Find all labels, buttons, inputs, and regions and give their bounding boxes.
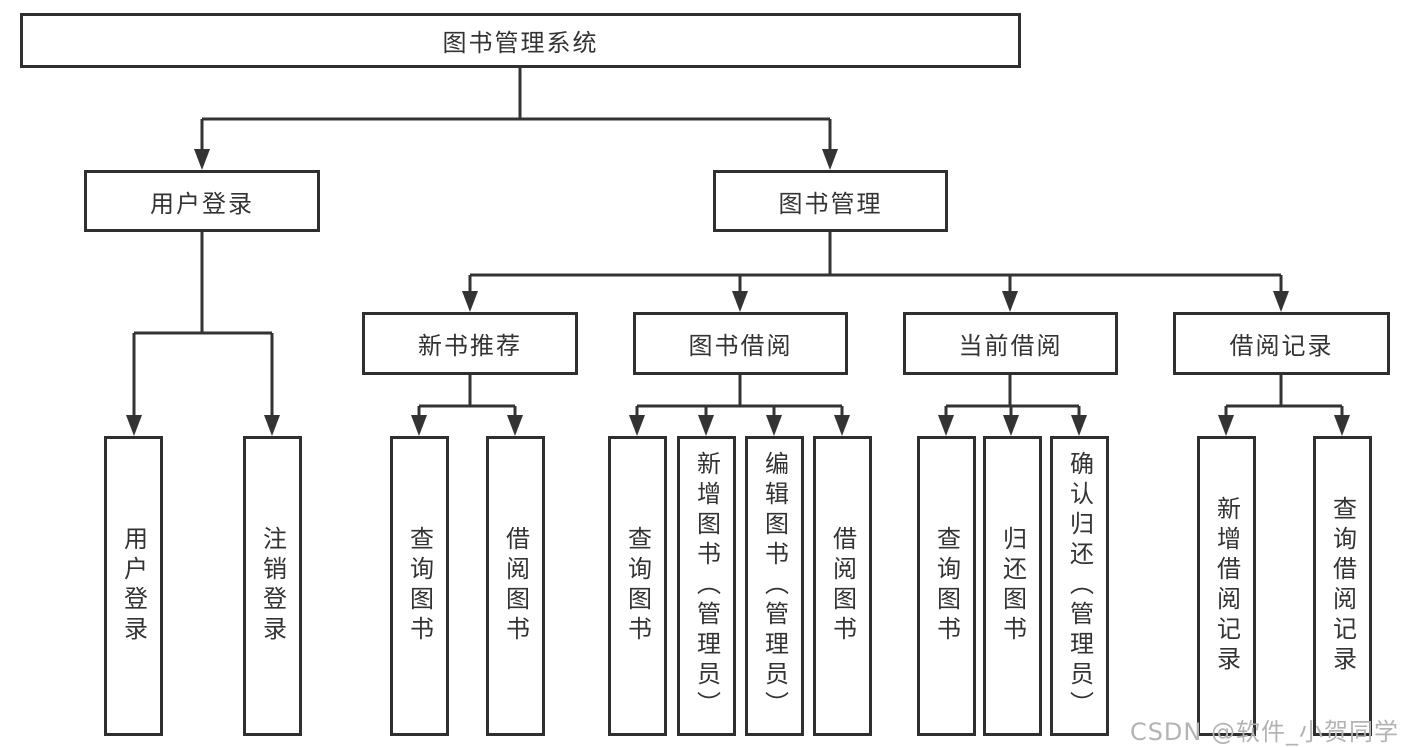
leaf-borrow-books: 借阅图书 [813,436,872,736]
leaf-label: 查询借阅记录 [1328,496,1357,676]
leaf-user-login: 用户登录 [104,436,163,736]
leaf-label: 新增借阅记录 [1212,496,1241,676]
node-borrow-records: 借阅记录 [1173,312,1390,375]
leaf-edit-books-admin: 编辑图书（管理员） [745,436,804,736]
leaf-label: 查询图书 [405,526,434,646]
leaf-label: 查询图书 [623,526,652,646]
node-new-book-recommend: 新书推荐 [362,312,578,375]
leaf-confirm-return-admin: 确认归还（管理员） [1050,436,1109,736]
leaf-return-books: 归还图书 [983,436,1042,736]
leaf-label: 编辑图书（管理员） [760,451,789,721]
leaf-logout: 注销登录 [243,436,302,736]
csdn-watermark: CSDN @软件_小贺同学 [1129,718,1399,746]
leaf-query-books-recommend: 查询图书 [390,436,449,736]
leaf-label: 用户登录 [119,526,148,646]
node-book-management: 图书管理 [713,170,948,232]
leaf-query-borrow-record: 查询借阅记录 [1313,436,1372,736]
leaf-label: 归还图书 [998,526,1027,646]
arrowhead-icons [126,149,1350,436]
leaf-label: 注销登录 [258,526,287,646]
leaf-add-books-admin: 新增图书（管理员） [677,436,736,736]
leaf-label: 借阅图书 [501,526,530,646]
leaf-label: 借阅图书 [828,526,857,646]
node-current-borrow: 当前借阅 [903,312,1118,375]
leaf-query-books-borrow: 查询图书 [608,436,667,736]
node-book-borrow: 图书借阅 [633,312,848,375]
leaf-label: 新增图书（管理员） [692,451,721,721]
leaf-label: 确认归还（管理员） [1065,451,1094,721]
leaf-label: 查询图书 [932,526,961,646]
leaf-borrow-books-recommend: 借阅图书 [486,436,545,736]
node-root: 图书管理系统 [20,13,1021,68]
leaf-add-borrow-record: 新增借阅记录 [1197,436,1256,736]
leaf-query-books-current: 查询图书 [917,436,976,736]
node-user-login: 用户登录 [84,170,320,232]
